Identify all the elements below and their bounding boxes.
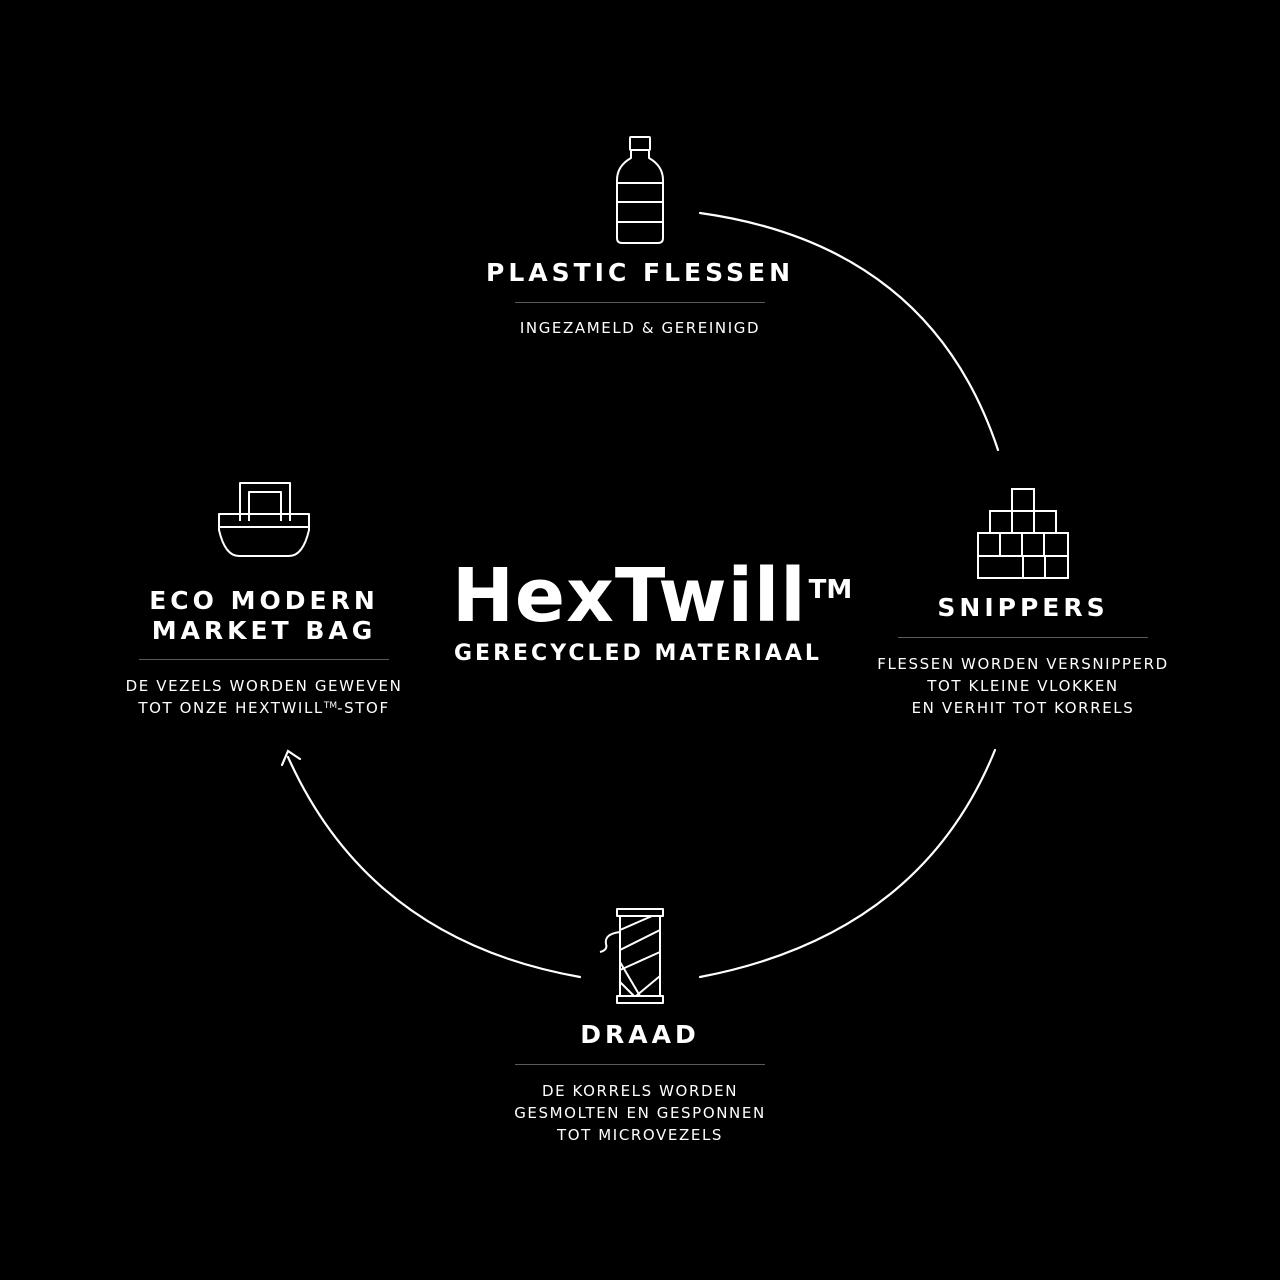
brand-trademark: TM [808, 575, 853, 605]
divider [515, 1064, 765, 1065]
arc-bottles-to-snippers [698, 211, 1000, 452]
brand-title: HexTwillTM [452, 556, 852, 636]
arrowhead [280, 749, 302, 767]
step-title-market-bag-line1: ECO MODERN [149, 586, 379, 615]
arc-snippers-to-thread [698, 748, 997, 979]
step-desc-snippers-line1: FLESSEN WORDEN VERSNIPPERD [877, 655, 1169, 673]
step-desc-plastic-flessen: INGEZAMELD & GEREINIGD [519, 319, 761, 337]
blocks-icon [977, 488, 1069, 579]
arc-thread-to-bag [286, 755, 582, 979]
divider [515, 302, 765, 303]
desc-text: TOT ONZE HEXTWILL [138, 699, 324, 717]
step-desc-snippers-line2: TOT KLEINE VLOKKEN [927, 677, 1119, 695]
step-desc-draad-line1: DE KORRELS WORDEN [541, 1082, 739, 1100]
thread-spool-icon [599, 908, 664, 1004]
brand-name: HexTwill [452, 553, 807, 639]
tote-bag-icon [218, 482, 310, 557]
step-desc-snippers-line3: EN VERHIT TOT KORRELS [911, 699, 1135, 717]
brand-subtitle: GERECYCLED MATERIAAL [454, 641, 822, 666]
step-desc-draad-line2: GESMOLTEN EN GESPONNEN [514, 1104, 766, 1122]
step-desc-market-bag-line1: DE VEZELS WORDEN GEWEVEN [125, 677, 403, 695]
step-title-market-bag-line2: MARKET BAG [151, 616, 377, 645]
step-title-snippers: SNIPPERS [937, 593, 1109, 622]
step-title-plastic-flessen: PLASTIC FLESSEN [486, 258, 794, 287]
step-title-draad: DRAAD [580, 1020, 700, 1049]
divider [898, 637, 1148, 638]
divider [139, 659, 389, 660]
step-desc-draad-line3: TOT MICROVEZELS [556, 1126, 724, 1144]
step-desc-market-bag-line2: TOT ONZE HEXTWILLTM-STOF [94, 697, 434, 719]
trademark-mark: TM [323, 701, 338, 711]
bottle-icon [616, 136, 664, 244]
desc-text: -STOF [337, 699, 390, 717]
